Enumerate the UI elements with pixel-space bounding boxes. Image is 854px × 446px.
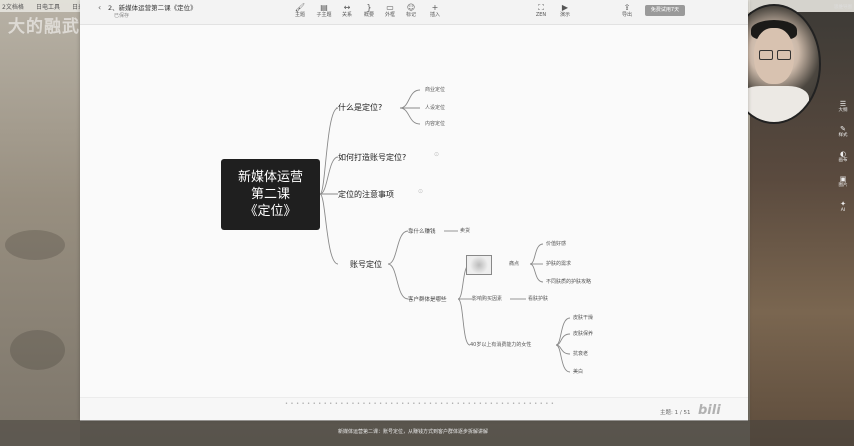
sub-branch-node[interactable]: 靠什么赚钱 (408, 229, 436, 235)
page-ruler: • • • • • • • • • • • • • • • • • • • • … (285, 401, 555, 407)
summary-icon: } (366, 3, 372, 12)
sub-branch-node[interactable]: 客户群体是哪些 (408, 297, 447, 303)
sub-branch-node[interactable]: 40岁以上有消费能力的女性 (470, 342, 532, 348)
sub-branch-node[interactable]: 痛点 (509, 261, 520, 267)
mindmap-root-node[interactable]: 新媒体运营 第二课 《定位》 (221, 159, 320, 230)
ai-icon: ✦ (840, 200, 846, 208)
connector-line (457, 298, 471, 346)
toolbar-subtopic-button[interactable]: ▤ 子主题 (313, 3, 335, 19)
connector-line (399, 107, 421, 125)
status-bar: • • • • • • • • • • • • • • • • • • • • … (80, 397, 748, 421)
collapse-icon[interactable]: ⊙ (418, 188, 424, 195)
sub-branch-node[interactable]: 影响购买因素 (472, 296, 503, 302)
sidebar-header: 思维导图 (834, 5, 852, 10)
pointer-highlight (466, 255, 492, 275)
outline-view-icon: ☰ (839, 100, 847, 108)
outline-icon: ▭ (386, 3, 394, 12)
topic-counter: 主题: 1 / 51 (660, 410, 691, 416)
toolbar-insert-button[interactable]: + 插入 (424, 3, 446, 19)
leaf-node[interactable]: 抗衰老 (573, 351, 589, 357)
branch-node[interactable]: 账号定位 (350, 260, 382, 269)
theme-icon: ◐ (839, 150, 847, 158)
sidebar-item-ai[interactable]: ✦ AI (832, 200, 854, 214)
desktop-item[interactable]: 日电工具 (36, 4, 61, 11)
connector-line (399, 89, 421, 109)
toolbar-present-button[interactable]: ▶ 演示 (554, 3, 576, 19)
desktop-background-left (0, 0, 80, 446)
desktop-item[interactable]: 2文档格 (2, 4, 24, 11)
connector-line (319, 156, 339, 195)
leaf-node[interactable]: 看肤护肤 (528, 296, 549, 302)
leaf-node[interactable]: 护肤的需求 (546, 261, 572, 267)
leaf-node[interactable]: 商业定位 (425, 87, 446, 93)
branch-node[interactable]: 定位的注意事项 (338, 190, 394, 199)
mindmap-app-window: ‹ 2、新媒体运营第二课《定位》 已保存 🖌 主题 ▤ 子主题 ↔ 关系 } 概… (80, 0, 748, 421)
presenter-face (754, 28, 794, 84)
connector-line (555, 317, 571, 346)
root-line: 新媒体运营 (237, 170, 303, 185)
toolbar-zen-button[interactable]: ⛶ ZEN (530, 3, 552, 19)
toolbar-mark-button[interactable]: ☺ 标记 (400, 3, 422, 19)
collapse-icon[interactable]: ⊙ (434, 151, 440, 158)
glasses-icon (759, 50, 773, 60)
background-shape (5, 230, 65, 260)
connector-line (387, 230, 409, 265)
app-toolbar: ‹ 2、新媒体运营第二课《定位》 已保存 🖌 主题 ▤ 子主题 ↔ 关系 } 概… (80, 0, 748, 25)
toolbar-boundary-button[interactable]: ▭ 外框 (379, 3, 401, 19)
connector-line (555, 333, 571, 346)
leaf-node[interactable]: 皮肤干燥 (573, 315, 594, 321)
video-caption-bar (0, 420, 854, 446)
connector-line (529, 263, 544, 283)
connector-line (555, 344, 571, 373)
leaf-node[interactable]: 人设定位 (425, 105, 446, 111)
connector-line (387, 263, 409, 300)
node-icon: ▤ (320, 3, 328, 12)
trial-button[interactable]: 免费试用7天 (645, 5, 685, 16)
toolbar-export-button[interactable]: ⇪ 导出 (616, 3, 638, 19)
format-icon: ✎ (840, 125, 846, 133)
leaf-node[interactable]: 美白 (573, 369, 584, 375)
link-icon: ↔ (343, 3, 351, 12)
sidebar-item-theme[interactable]: ◐ 画布 (832, 150, 854, 164)
mark-icon: ☺ (406, 3, 416, 12)
image-icon: ▣ (839, 175, 847, 183)
root-line: 《定位》 (244, 204, 297, 219)
root-line: 第二课 (250, 187, 290, 202)
insert-icon: + (431, 3, 439, 12)
leaf-node[interactable]: 内容定位 (425, 121, 446, 127)
mindmap-canvas[interactable] (80, 25, 748, 397)
style-icon: 🖌 (294, 3, 306, 12)
branch-node[interactable]: 如何打造账号定位? (338, 153, 407, 162)
save-status: 已保存 (114, 13, 130, 19)
glasses-icon (777, 50, 791, 60)
presenter-shirt (739, 86, 809, 122)
bilibili-logo: bili (698, 403, 721, 418)
connector-line (529, 243, 544, 265)
leaf-node[interactable]: 价值好感 (546, 241, 567, 247)
zen-icon: ⛶ (538, 3, 544, 12)
toolbar-relation-button[interactable]: ↔ 关系 (336, 3, 358, 19)
present-icon: ▶ (561, 3, 569, 12)
leaf-node[interactable]: 不同肤质的护肤攻略 (546, 279, 592, 285)
branch-node[interactable]: 什么是定位? (338, 103, 383, 112)
video-watermark: 大的融武 (8, 17, 80, 37)
toolbar-summary-button[interactable]: } 概要 (358, 3, 380, 19)
leaf-node[interactable]: 皮肤保养 (573, 331, 594, 337)
connector-line (319, 107, 339, 195)
subtitle-caption: 新媒体运营第二课：账号定位，从赚钱方式到客户群体逐步拆解讲解 (338, 429, 489, 435)
leaf-node[interactable]: 卖货 (460, 228, 471, 234)
share-icon: ⇪ (623, 3, 631, 12)
background-shape (10, 330, 65, 370)
document-title[interactable]: 2、新媒体运营第二课《定位》 (108, 4, 197, 12)
toolbar-topic-button[interactable]: 🖌 主题 (289, 3, 311, 19)
sidebar-item-outline[interactable]: ☰ 大纲 (832, 100, 854, 114)
sidebar-item-format[interactable]: ✎ 样式 (832, 125, 854, 139)
back-arrow-icon[interactable]: ‹ (98, 3, 102, 12)
connector-line (319, 193, 339, 265)
sidebar-item-image[interactable]: ▣ 图片 (832, 175, 854, 189)
